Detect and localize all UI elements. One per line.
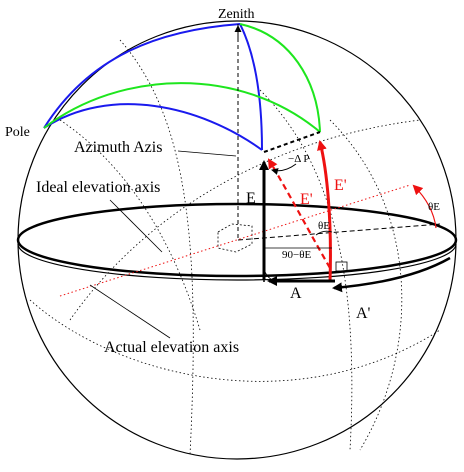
label-e-prime-inner: E' <box>300 191 313 208</box>
label-ideal-elevation-axis: Ideal elevation axis <box>36 179 160 196</box>
label-e-prime-outer: E' <box>334 177 347 194</box>
e-prime-outer-vector <box>317 140 332 283</box>
dashed-tip-link <box>263 131 321 153</box>
label-azimuth-axis: Azimuth Azis <box>74 139 162 156</box>
label-zenith: Zenith <box>218 7 255 22</box>
label-pole: Pole <box>5 125 30 140</box>
label-actual-elevation-axis: Actual elevation axis <box>104 339 239 356</box>
actual-elevation-axis-line <box>59 184 411 297</box>
label-theta-e-right: θE <box>428 201 440 213</box>
theta-e-right-arc <box>412 184 437 229</box>
label-ninety-minus-theta: 90−θE <box>282 249 311 261</box>
horizon-ring <box>16 202 458 281</box>
dotted-great-circles <box>29 39 441 456</box>
green-arcs <box>43 23 321 133</box>
delta-p-arrow <box>271 163 297 175</box>
mount-base <box>217 223 253 253</box>
blue-arcs <box>43 23 263 151</box>
label-e: E <box>246 190 256 207</box>
label-a-prime: A' <box>356 305 371 322</box>
label-theta-e-mid: θE <box>318 220 330 232</box>
sphere-outline <box>17 20 457 460</box>
ideal-elevation-axis-line <box>109 199 163 253</box>
label-a: A <box>290 285 302 302</box>
a-prime-vector <box>332 256 451 293</box>
label-delta-p: −Δ P <box>288 153 310 165</box>
